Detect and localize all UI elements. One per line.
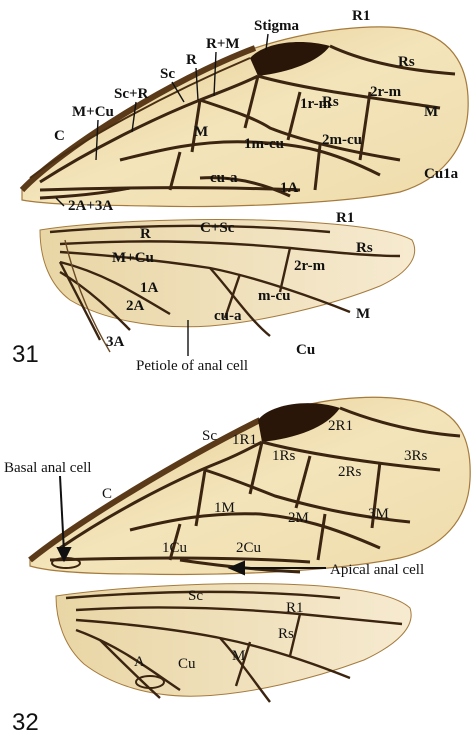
label-cu1a: Cu1a xyxy=(424,166,459,182)
figure-32: Basal anal cell C Sc 1R1 2R1 1Rs 2Rs 3Rs… xyxy=(4,397,470,736)
label-m-vein: M xyxy=(424,104,438,120)
label-stigma: Stigma xyxy=(254,18,300,34)
label-32-3rs: 3Rs xyxy=(404,448,428,464)
label-r1: R1 xyxy=(352,8,370,24)
label-2a-3a: 2A+3A xyxy=(68,198,113,214)
label-32-2m: 2M xyxy=(288,510,309,526)
label-32-1cu: 1Cu xyxy=(162,540,188,556)
label-32-1rs: 1Rs xyxy=(272,448,296,464)
label-hw-cu: Cu xyxy=(296,342,315,358)
label-hw-1a: 1A xyxy=(140,280,159,296)
label-m-cell: M xyxy=(194,124,208,140)
label-hw-3a: 3A xyxy=(106,334,125,350)
label-apical-anal-cell: Apical anal cell xyxy=(330,562,424,578)
label-hw-2r-m: 2r-m xyxy=(294,258,326,274)
label-r-plus-m: R+M xyxy=(206,36,240,52)
label-basal-anal-cell: Basal anal cell xyxy=(4,460,91,476)
label-32-hw-rs: Rs xyxy=(278,626,294,642)
label-32-hw-sc: Sc xyxy=(188,588,203,604)
label-32-1r1: 1R1 xyxy=(232,432,257,448)
label-2m-cu: 2m-cu xyxy=(322,132,362,148)
label-32-c: C xyxy=(102,486,112,502)
label-32-hw-m: M xyxy=(232,648,245,664)
label-r: R xyxy=(186,52,197,68)
label-32-hw-cu: Cu xyxy=(178,656,196,672)
label-32-2rs: 2Rs xyxy=(338,464,362,480)
label-hw-m-plus-cu: M+Cu xyxy=(112,250,154,266)
label-hw-r1: R1 xyxy=(336,210,354,226)
label-32-sc: Sc xyxy=(202,428,217,444)
label-32-hw-r1: R1 xyxy=(286,600,304,616)
label-c-plus-sc: C+Sc xyxy=(200,220,235,236)
figure-32-number: 32 xyxy=(12,709,39,736)
label-hw-m-cu: m-cu xyxy=(258,288,291,304)
label-hw-2a: 2A xyxy=(126,298,145,314)
label-rs-outer: Rs xyxy=(398,54,415,70)
label-hw-m: M xyxy=(356,306,370,322)
label-32-hw-a: A xyxy=(134,654,145,670)
label-petiole: Petiole of anal cell xyxy=(136,358,248,374)
label-hw-rs: Rs xyxy=(356,240,373,256)
label-sc-plus-r: Sc+R xyxy=(114,86,149,102)
label-32-2cu: 2Cu xyxy=(236,540,262,556)
label-c: C xyxy=(54,128,65,144)
label-32-3m: 3M xyxy=(368,506,389,522)
label-1m-cu: 1m-cu xyxy=(244,136,284,152)
figure-31-number: 31 xyxy=(12,341,39,368)
label-1a: 1A xyxy=(280,180,299,196)
label-hw-r: R xyxy=(140,226,151,242)
label-hw-cu-a: cu-a xyxy=(214,308,242,324)
label-32-1m: 1M xyxy=(214,500,235,516)
label-2r-m: 2r-m xyxy=(370,84,402,100)
label-cu-a: cu-a xyxy=(210,170,238,186)
label-32-2r1: 2R1 xyxy=(328,418,353,434)
figure-31: Stigma R1 Rs Rs R+M R Sc Sc+R M+Cu C M 1… xyxy=(12,8,468,374)
label-sc: Sc xyxy=(160,66,175,82)
label-1r-m: 1r-m xyxy=(300,96,332,112)
label-m-plus-cu: M+Cu xyxy=(72,104,114,120)
